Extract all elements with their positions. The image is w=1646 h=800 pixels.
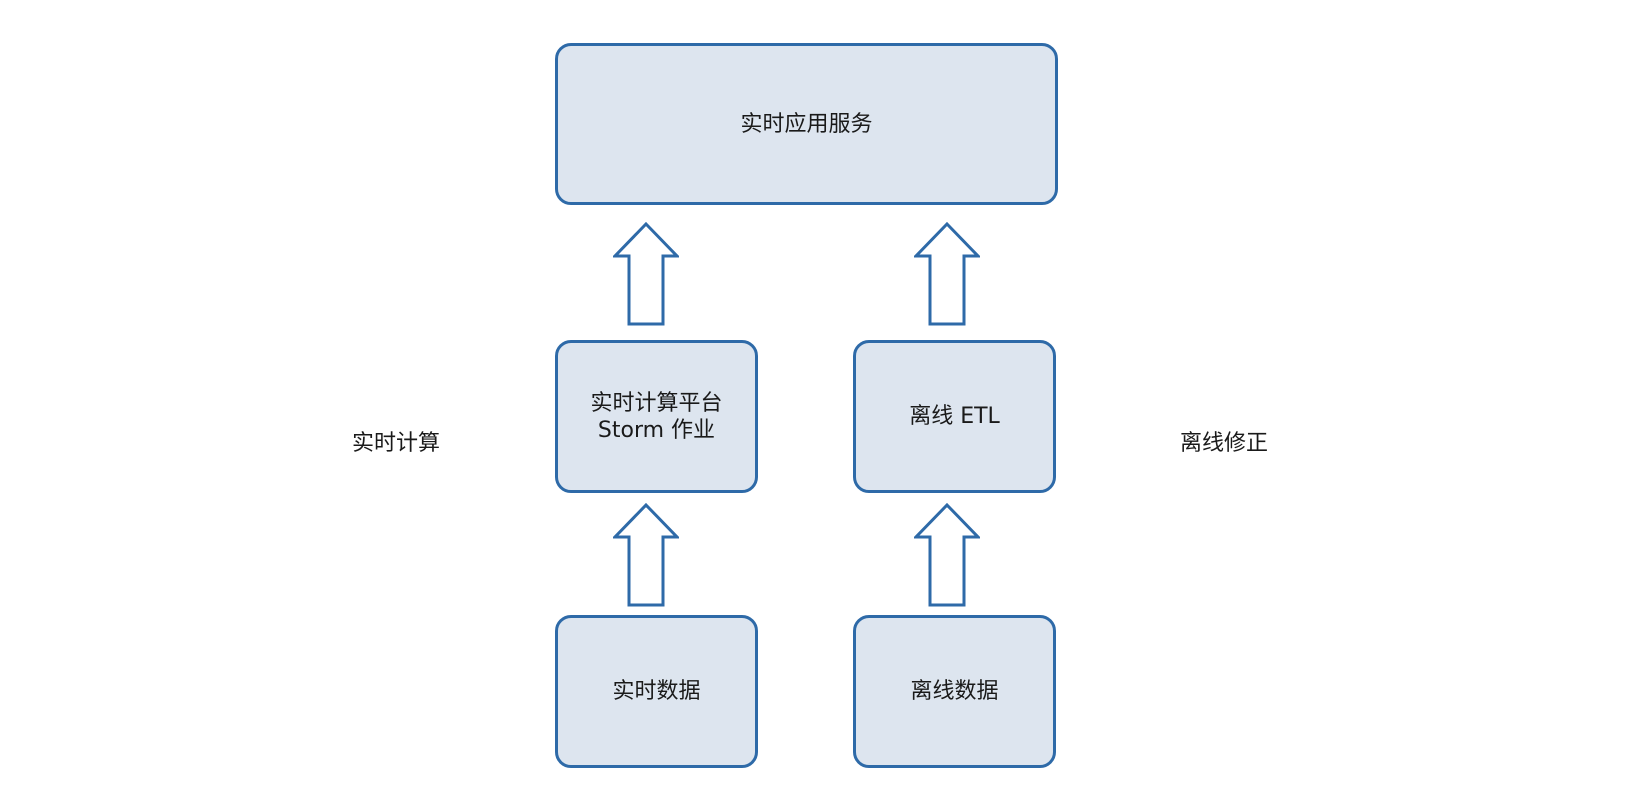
realtime-compute-platform-label: 实时计算平台 [590, 390, 723, 416]
realtime-data-label: 实时数据 [612, 679, 701, 704]
storm-job-label: Storm 作业 [597, 417, 716, 443]
up-arrow-icon [914, 503, 980, 607]
offline-data-label: 离线数据 [910, 679, 999, 704]
offline-etl-label: 离线 ETL [909, 404, 1000, 429]
offline-data-box: 离线数据 [853, 615, 1056, 768]
offline-etl-box: 离线 ETL [853, 340, 1056, 493]
realtime-compute-side-label: 实时计算 [352, 431, 441, 456]
realtime-compute-platform-box: 实时计算平台 Storm 作业 [555, 340, 758, 493]
offline-correction-side-label: 离线修正 [1180, 431, 1269, 456]
up-arrow-icon [613, 222, 679, 326]
up-arrow-icon [914, 222, 980, 326]
realtime-app-service-label: 实时应用服务 [740, 111, 873, 137]
realtime-data-box: 实时数据 [555, 615, 758, 768]
up-arrow-icon [613, 503, 679, 607]
realtime-app-service-box: 实时应用服务 [555, 43, 1058, 205]
